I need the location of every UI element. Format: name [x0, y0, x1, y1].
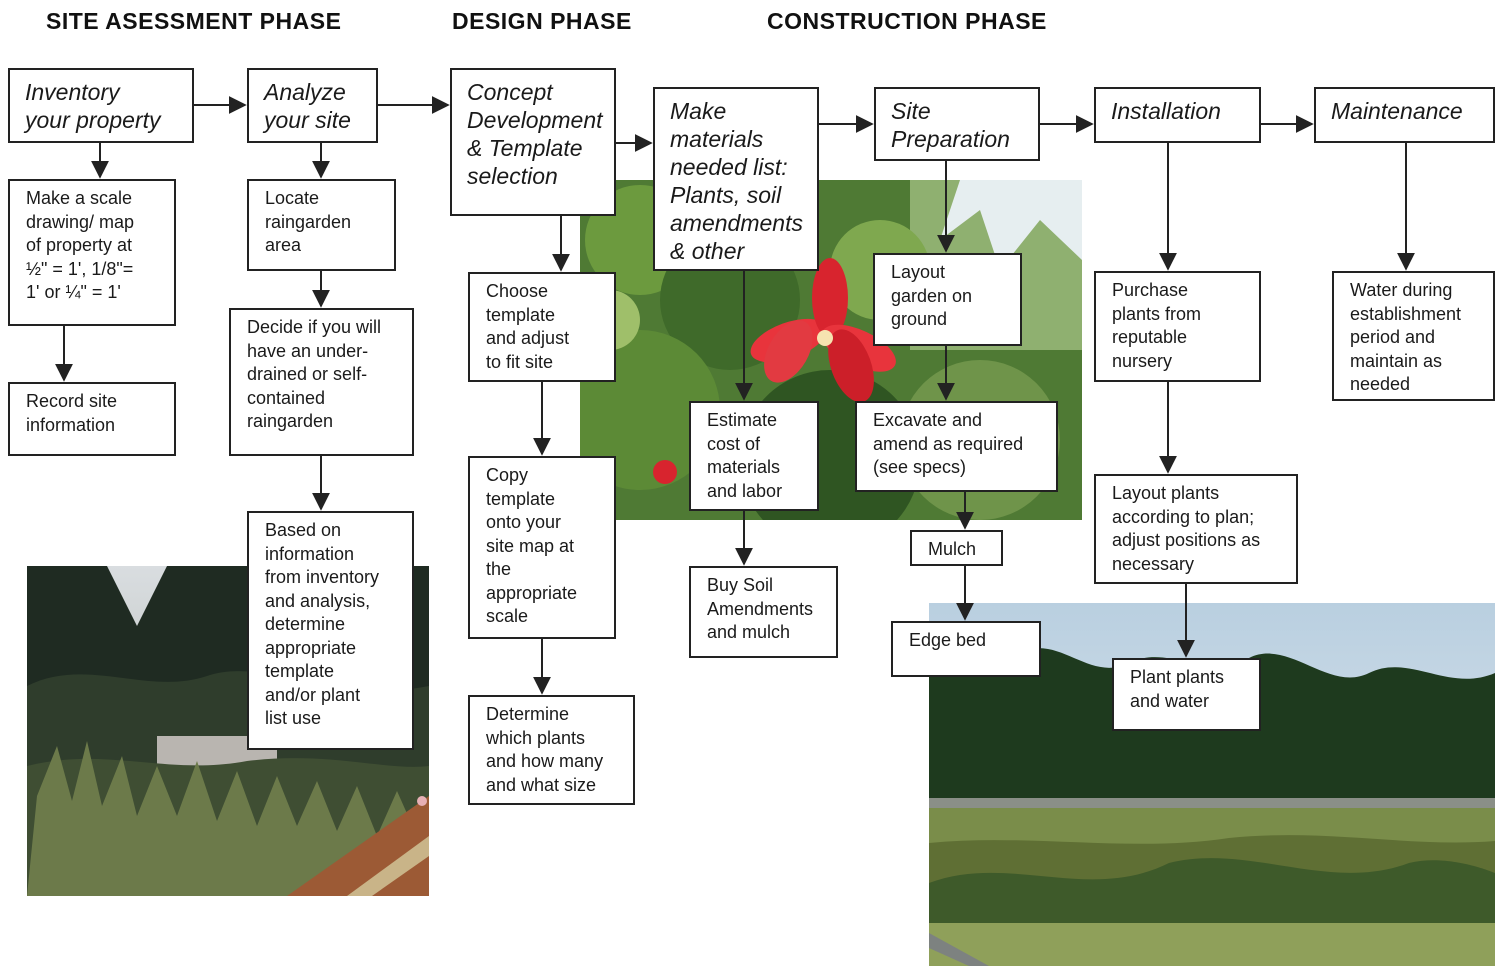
step-make-materials-list: Make materials needed list: Plants, soil… [653, 87, 819, 271]
step-analyze-site: Analyze your site [247, 68, 378, 143]
step-water-and-maintain: Water during establishment period and ma… [1332, 271, 1495, 401]
step-determine-template: Based on information from inventory and … [247, 511, 414, 750]
step-layout-garden: Layout garden on ground [873, 253, 1022, 346]
step-make-scale-drawing: Make a scale drawing/ map of property at… [8, 179, 176, 326]
step-buy-soil-amendments: Buy Soil Amendments and mulch [689, 566, 838, 658]
step-layout-plants: Layout plants according to plan; adjust … [1094, 474, 1298, 584]
step-record-site-information: Record site information [8, 382, 176, 456]
step-concept-development: Concept Development & Template selection [450, 68, 616, 216]
step-mulch: Mulch [910, 530, 1003, 566]
step-choose-template: Choose template and adjust to fit site [468, 272, 616, 382]
step-edge-bed: Edge bed [891, 621, 1041, 677]
step-decide-drainage: Decide if you will have an under- draine… [229, 308, 414, 456]
step-installation: Installation [1094, 87, 1261, 143]
step-site-preparation: Site Preparation [874, 87, 1040, 161]
design-phase-heading: DESIGN PHASE [452, 8, 632, 34]
step-estimate-cost: Estimate cost of materials and labor [689, 401, 819, 511]
step-locate-raingarden: Locate raingarden area [247, 179, 396, 271]
step-purchase-plants: Purchase plants from reputable nursery [1094, 271, 1261, 382]
step-copy-template: Copy template onto your site map at the … [468, 456, 616, 639]
step-excavate-amend: Excavate and amend as required (see spec… [855, 401, 1058, 492]
step-plant-and-water: Plant plants and water [1112, 658, 1261, 731]
site-assessment-phase-heading: SITE ASESSMENT PHASE [46, 8, 342, 34]
step-inventory-property: Inventory your property [8, 68, 194, 143]
step-determine-plants: Determine which plants and how many and … [468, 695, 635, 805]
step-maintenance: Maintenance [1314, 87, 1495, 143]
construction-phase-heading: CONSTRUCTION PHASE [767, 8, 1047, 34]
